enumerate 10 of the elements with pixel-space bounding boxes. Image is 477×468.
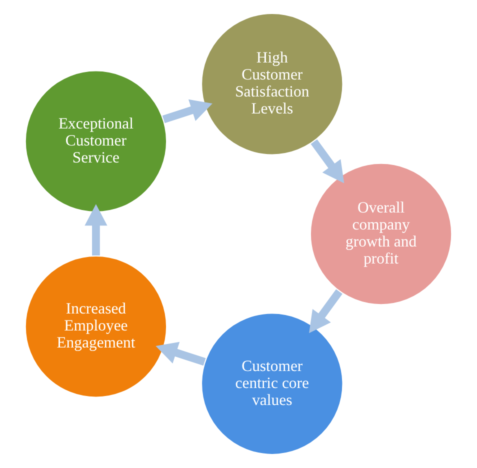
node-circle: Customer centric core values (200, 312, 344, 456)
arrow (84, 204, 108, 256)
arrow (309, 289, 342, 334)
node-circle: High Customer Satisfaction Levels (200, 12, 344, 156)
arrow (310, 139, 344, 184)
node-circle: Exceptional Customer Service (24, 70, 168, 213)
arrow (162, 99, 212, 124)
node-circle: Overall company growth and profit (310, 162, 452, 306)
node-circle: Increased Employee Engagement (24, 255, 168, 398)
arrow (156, 342, 206, 366)
